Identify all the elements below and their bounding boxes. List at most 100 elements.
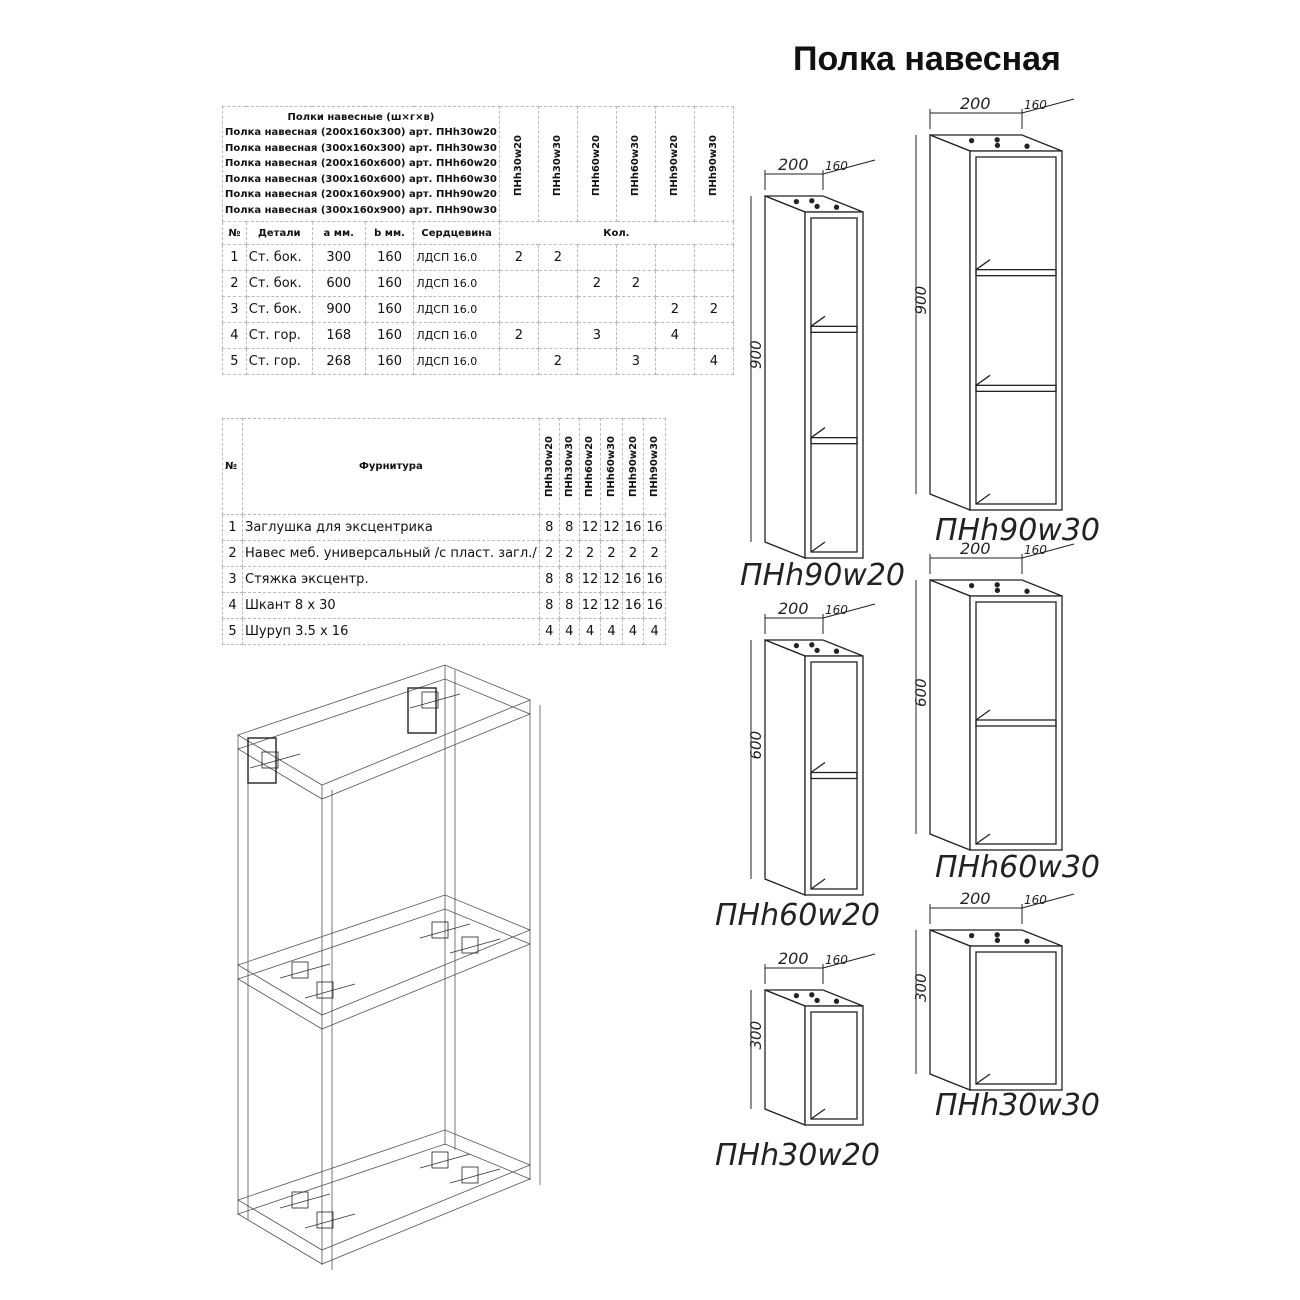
row-b: 160: [364, 348, 415, 375]
inner-shelf: [975, 384, 1057, 392]
row-qty: [654, 270, 695, 297]
inner-edge: [810, 878, 826, 890]
width-dimension: 200: [778, 949, 809, 968]
row-qty: 3: [615, 348, 656, 375]
dimension-lines: [750, 159, 876, 542]
dimension-lines: [915, 893, 1075, 1074]
dimension-lines: [750, 603, 876, 879]
header-core: Сердцевина: [413, 221, 500, 245]
hole-mark: [793, 992, 800, 999]
fitting-icon: [431, 921, 449, 939]
row-core: ЛДСП 16.0: [413, 296, 500, 323]
row-part: Ст. бок.: [245, 270, 313, 297]
dimension-lines: [915, 543, 1075, 834]
row-qty: [693, 244, 734, 271]
inner-edge: [810, 315, 826, 327]
row-qty: [615, 244, 656, 271]
row-qty: [576, 296, 617, 323]
code-header: ПНh90w20: [654, 106, 695, 222]
row-item: Шкант 8 x 30: [242, 592, 540, 619]
opening: [975, 156, 1057, 505]
model-line: Полка навесная (200x160x900) арт. ПНh90w…: [225, 189, 497, 201]
depth-dimension: 160: [825, 953, 848, 967]
fitting-icon: [316, 1211, 334, 1229]
page-title: Полка навесная: [793, 40, 1061, 78]
row-qty: 4: [621, 618, 645, 645]
row-qty: [693, 322, 734, 349]
side-face: [929, 134, 971, 511]
hanger-icon: [407, 687, 437, 734]
hole-mark: [809, 642, 815, 648]
row-item: Навес меб. универсальный /с пласт. загл.…: [242, 540, 540, 567]
depth-dimension: 160: [1024, 543, 1047, 557]
hole-mark: [1024, 588, 1030, 594]
front-face: [969, 595, 1063, 851]
hole-mark: [793, 642, 800, 649]
inner-edge: [975, 709, 991, 721]
row-no: 5: [222, 348, 247, 375]
depth-dimension: 160: [1024, 98, 1047, 112]
row-no: 5: [222, 618, 243, 645]
model-line: Полка навесная (300x160x900) арт. ПНh90w…: [225, 204, 497, 216]
inner-edge: [810, 1108, 826, 1120]
inner-edge: [810, 761, 826, 774]
shelf-caption: ПНh30w20: [715, 1138, 880, 1173]
hole-mark: [968, 582, 975, 589]
hole-mark: [793, 198, 800, 205]
width-dimension: 200: [960, 889, 991, 908]
row-a: 168: [311, 322, 366, 349]
side-face: [764, 989, 806, 1126]
code-header: ПНh60w30: [615, 106, 656, 222]
hole-mark: [994, 142, 1001, 149]
row-b: 160: [364, 244, 415, 271]
inner-shelf: [810, 771, 858, 780]
hole-mark: [968, 137, 975, 144]
inner-edge: [975, 259, 991, 271]
hole-mark: [814, 203, 820, 210]
inner-edge: [975, 1073, 991, 1085]
row-qty: 4: [558, 618, 580, 645]
inner-shelf: [810, 437, 858, 445]
row-a: 300: [311, 244, 366, 271]
hole-mark: [1024, 938, 1030, 944]
code-header: ПНh30w30: [537, 106, 578, 222]
height-dimension: 600: [747, 731, 765, 760]
parts-table: Полки навесные (ш×г×в)Полка навесная (20…: [222, 106, 734, 375]
hole-mark: [968, 932, 975, 939]
hole-mark: [994, 137, 1000, 143]
inner-shelf: [810, 325, 858, 333]
row-item: Заглушка для эксцентрика: [242, 514, 540, 541]
row-qty: 2: [576, 270, 617, 297]
height-dimension: 300: [912, 973, 930, 1002]
shelf-caption: ПНh60w20: [715, 898, 880, 933]
row-part: Ст. гор.: [245, 348, 313, 375]
opening: [810, 217, 858, 553]
inner-edge: [975, 493, 991, 505]
depth-dimension: 160: [825, 603, 848, 617]
inner-edge: [975, 833, 991, 845]
hole-mark: [809, 992, 815, 998]
row-qty: 4: [693, 348, 734, 375]
hole-mark: [814, 997, 820, 1004]
height-dimension: 900: [747, 340, 765, 369]
row-item: Шуруп 3.5 x 16: [242, 618, 540, 645]
row-core: ЛДСП 16.0: [413, 244, 500, 271]
row-qty: 2: [498, 322, 539, 349]
fitting-icon: [431, 1151, 449, 1169]
row-part: Ст. гор.: [245, 322, 313, 349]
inner-shelf: [975, 269, 1057, 277]
width-dimension: 200: [778, 599, 809, 618]
row-part: Ст. бок.: [245, 244, 313, 271]
height-dimension: 900: [912, 286, 930, 315]
depth-dimension: 160: [1024, 893, 1047, 907]
model-line: Полка навесная (200x160x600) арт. ПНh60w…: [225, 158, 497, 170]
row-qty: [498, 348, 539, 375]
